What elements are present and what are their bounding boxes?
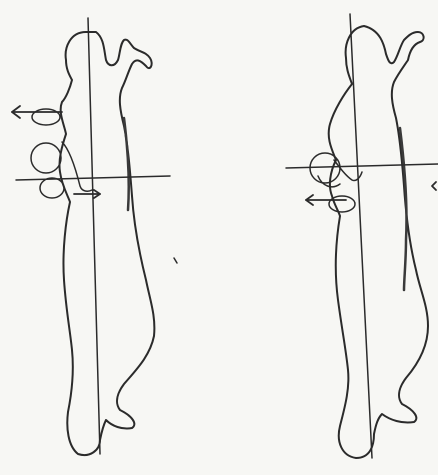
left-arrow-icon xyxy=(12,106,62,118)
right-edge-arrow-icon xyxy=(432,182,436,190)
right-hip-oval xyxy=(329,196,355,212)
left-arm-line xyxy=(62,142,92,191)
right-horizontal-line xyxy=(286,164,438,168)
right-figure xyxy=(286,14,438,458)
left-hand-circle xyxy=(31,143,61,173)
left-figure xyxy=(12,18,170,455)
left-back-ridge xyxy=(124,118,129,210)
right-body-outline xyxy=(329,26,428,458)
left-body-outline xyxy=(59,32,154,455)
stray-mark xyxy=(174,258,177,263)
left-hip-oval xyxy=(40,178,64,198)
left-plumb-line xyxy=(88,18,100,454)
right-plumb-line xyxy=(350,14,372,458)
